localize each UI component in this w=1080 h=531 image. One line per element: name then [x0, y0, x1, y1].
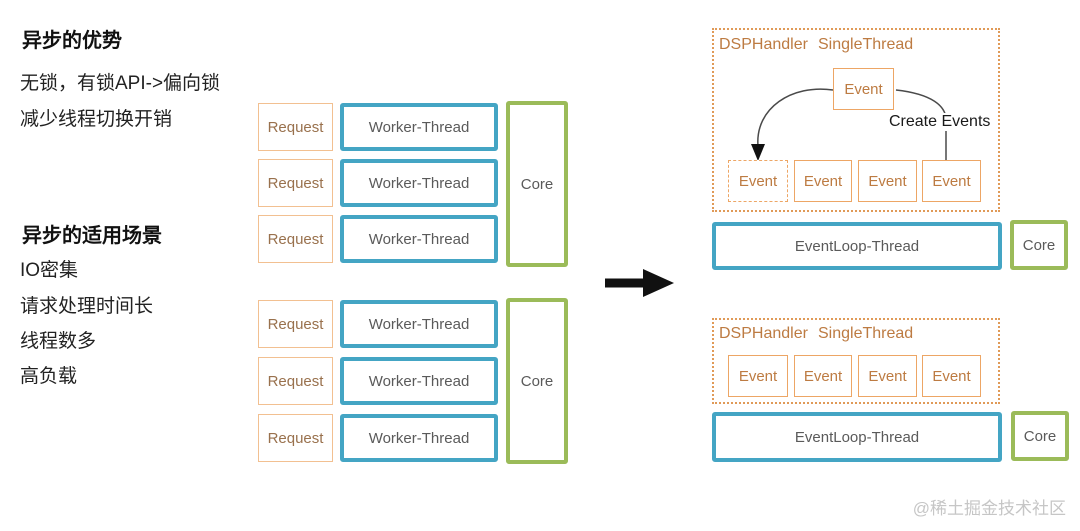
eventloop-thread-box: EventLoop-Thread: [712, 412, 1002, 462]
scenarios-heading: 异步的适用场景: [22, 225, 162, 247]
eventloop-thread-box: EventLoop-Thread: [712, 222, 1002, 270]
dsp-handler-label: DSPHandler: [719, 36, 808, 53]
scenarios-item: 高负载: [20, 366, 78, 387]
scenarios-item: 线程数多: [20, 331, 97, 352]
worker-thread-box: Worker-Thread: [340, 103, 498, 151]
request-box: Request: [258, 159, 333, 207]
advantages-item: 无锁，有锁API->偏向锁: [20, 73, 221, 94]
single-thread-label: SingleThread: [818, 325, 914, 342]
request-box: Request: [258, 357, 333, 405]
event-box: Event: [794, 355, 852, 397]
scenarios-item: IO密集: [20, 260, 79, 281]
advantages-item: 减少线程切换开销: [20, 109, 173, 130]
worker-thread-box: Worker-Thread: [340, 414, 498, 462]
source-event-box: Event: [833, 68, 894, 110]
worker-thread-box: Worker-Thread: [340, 215, 498, 263]
event-box: Event: [858, 355, 917, 397]
dsp-handler-label: DSPHandler: [719, 325, 808, 342]
request-box: Request: [258, 300, 333, 348]
request-box: Request: [258, 215, 333, 263]
event-box: Event: [728, 160, 788, 202]
event-box: Event: [922, 355, 981, 397]
right-arrow-icon: [605, 269, 674, 297]
core-box: Core: [1010, 220, 1068, 270]
single-thread-label: SingleThread: [818, 36, 914, 53]
event-box: Event: [922, 160, 981, 202]
dsp-handler-container: [712, 28, 1000, 212]
event-box: Event: [794, 160, 852, 202]
core-box: Core: [506, 101, 568, 267]
create-events-label: Create Events: [886, 113, 994, 131]
event-box: Event: [728, 355, 788, 397]
advantages-heading: 异步的优势: [22, 30, 122, 52]
request-box: Request: [258, 103, 333, 151]
worker-thread-box: Worker-Thread: [340, 300, 498, 348]
core-box: Core: [506, 298, 568, 464]
worker-thread-box: Worker-Thread: [340, 357, 498, 405]
dsp-handler-container: [712, 318, 1000, 404]
request-box: Request: [258, 414, 333, 462]
watermark: @稀土掘金技术社区: [912, 499, 1066, 518]
event-box: Event: [858, 160, 917, 202]
worker-thread-box: Worker-Thread: [340, 159, 498, 207]
core-box: Core: [1011, 411, 1069, 461]
scenarios-item: 请求处理时间长: [20, 296, 154, 317]
